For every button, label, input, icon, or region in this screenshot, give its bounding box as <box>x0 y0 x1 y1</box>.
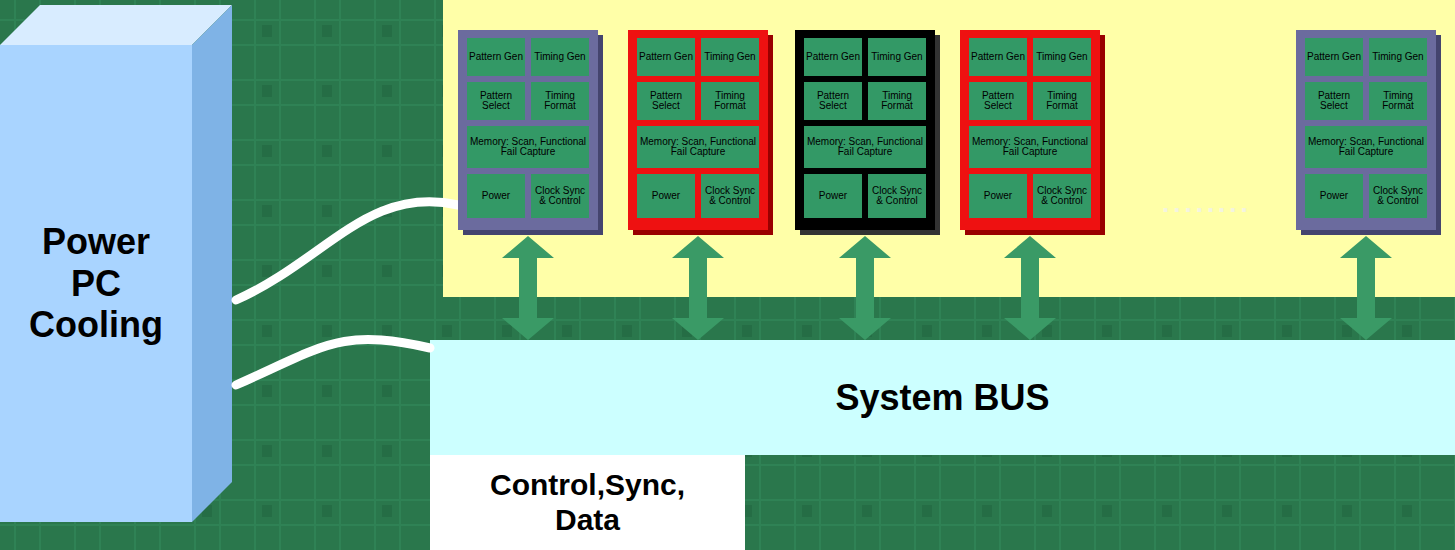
supply-cable <box>236 202 458 300</box>
node-text: Memory: Scan, Functional Fail Capture <box>1307 137 1425 158</box>
tester-card: Pattern Gen Timing GenPattern Select Timin… <box>628 30 768 230</box>
tester-card: Pattern Gen Timing GenPattern Select Timin… <box>458 30 598 230</box>
node-text: Pattern Gen <box>1307 52 1361 63</box>
card-rack-panel <box>443 0 1455 297</box>
node-text: Clock Sync & Control <box>1371 186 1425 207</box>
node-text: Memory: Scan, Functional Fail Capture <box>469 137 587 158</box>
ellipsis-dots: ........ <box>1162 188 1252 219</box>
function-block: Clock Sync & Control <box>868 174 926 218</box>
node-text: Pattern Gen <box>469 52 523 63</box>
function-block: Memory: Scan, Functional Fail Capture <box>1305 126 1427 168</box>
node-text: Pattern Gen <box>971 52 1025 63</box>
box-top-face <box>0 5 232 45</box>
function-block: Clock Sync & Control <box>1369 174 1427 218</box>
node-text: Power <box>1320 191 1348 202</box>
control-box: Control,Sync, Data <box>430 455 745 550</box>
function-block: Memory: Scan, Functional Fail Capture <box>969 126 1091 168</box>
node-text: Timing Format <box>1371 91 1425 112</box>
tester-card: Pattern Gen Timing GenPattern Select Timin… <box>1296 30 1436 230</box>
power-box: Power PC Cooling <box>0 45 192 522</box>
node-text: System BUS <box>835 377 1049 418</box>
node-text: Memory: Scan, Functional Fail Capture <box>971 137 1089 158</box>
function-block: Timing Gen <box>1369 38 1427 76</box>
function-block: Timing Format <box>531 82 589 120</box>
node-text: Timing Format <box>1035 91 1089 112</box>
function-block: Power <box>467 174 525 218</box>
node-text: Timing Gen <box>871 52 922 63</box>
bus-bar <box>430 340 1455 455</box>
function-block: Power <box>804 174 862 218</box>
node-text: Memory: Scan, Functional Fail Capture <box>806 137 924 158</box>
function-block: Pattern Gen <box>637 38 695 76</box>
node-text: Pattern Select <box>639 91 693 112</box>
node-text: Power <box>482 191 510 202</box>
bus-arrow <box>1340 236 1392 340</box>
node-text: Pattern Select <box>971 91 1025 112</box>
bus-arrow <box>672 236 724 340</box>
tester-card: Pattern Gen Timing GenPattern Select Timin… <box>795 30 935 230</box>
function-block: Timing Format <box>701 82 759 120</box>
function-block: Pattern Select <box>637 82 695 120</box>
box-side-face <box>192 5 232 522</box>
function-block: Pattern Gen <box>969 38 1027 76</box>
node-text: Power <box>652 191 680 202</box>
node-text: Clock Sync & Control <box>870 186 924 207</box>
function-block: Power <box>637 174 695 218</box>
node-text: Pattern Gen <box>639 52 693 63</box>
function-block: Pattern Gen <box>467 38 525 76</box>
function-block: Timing Gen <box>531 38 589 76</box>
node-text: Timing Gen <box>1036 52 1087 63</box>
function-block: Power <box>1305 174 1363 218</box>
node-text: Timing Gen <box>534 52 585 63</box>
function-block: Timing Format <box>1369 82 1427 120</box>
tester-card: Pattern Gen Timing GenPattern Select Timin… <box>960 30 1100 230</box>
supply-cable <box>236 340 430 385</box>
bus-arrow <box>1004 236 1056 340</box>
node-text: Pattern Select <box>806 91 860 112</box>
node-text: Power PC Cooling <box>21 221 171 345</box>
function-block: Timing Format <box>1033 82 1091 120</box>
function-block: Pattern Gen <box>804 38 862 76</box>
node-text: Timing Format <box>870 91 924 112</box>
function-block: Pattern Select <box>467 82 525 120</box>
function-block: Timing Format <box>868 82 926 120</box>
node-text: Timing Format <box>533 91 587 112</box>
bus-arrow <box>839 236 891 340</box>
node-text: Power <box>819 191 847 202</box>
function-block: Timing Gen <box>868 38 926 76</box>
node-text: Power <box>984 191 1012 202</box>
function-block: Clock Sync & Control <box>701 174 759 218</box>
node-text: Memory: Scan, Functional Fail Capture <box>639 137 757 158</box>
node-text: Clock Sync & Control <box>1035 186 1089 207</box>
bus-arrow <box>502 236 554 340</box>
function-block: Timing Gen <box>701 38 759 76</box>
function-block: Pattern Select <box>1305 82 1363 120</box>
node-text: Pattern Select <box>1307 91 1361 112</box>
function-block: Memory: Scan, Functional Fail Capture <box>637 126 759 168</box>
node-text: Pattern Select <box>469 91 523 112</box>
node-text: Timing Gen <box>704 52 755 63</box>
node-text: Timing Gen <box>1372 52 1423 63</box>
node-text: Clock Sync & Control <box>533 186 587 207</box>
node-text: Clock Sync & Control <box>703 186 757 207</box>
function-block: Pattern Select <box>804 82 862 120</box>
function-block: Pattern Select <box>969 82 1027 120</box>
system-bus: System BUS <box>430 340 1455 455</box>
function-block: Memory: Scan, Functional Fail Capture <box>467 126 589 168</box>
function-block: Power <box>969 174 1027 218</box>
function-block: Clock Sync & Control <box>531 174 589 218</box>
function-block: Timing Gen <box>1033 38 1091 76</box>
function-block: Clock Sync & Control <box>1033 174 1091 218</box>
node-text: Control,Sync, Data <box>468 468 708 537</box>
function-block: Memory: Scan, Functional Fail Capture <box>804 126 926 168</box>
function-block: Pattern Gen <box>1305 38 1363 76</box>
node-text: Pattern Gen <box>806 52 860 63</box>
node-text: Timing Format <box>703 91 757 112</box>
